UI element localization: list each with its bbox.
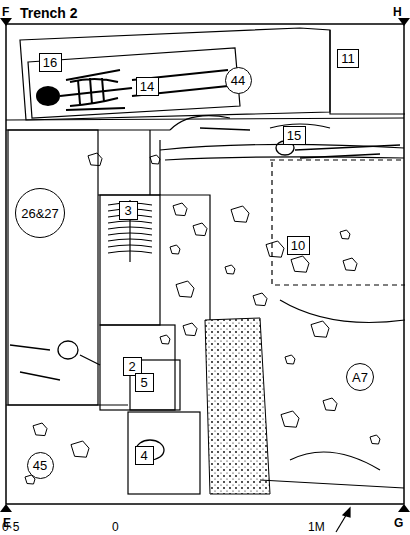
boxed-feature-number: 16 [39,53,62,72]
stones [25,153,380,484]
stone [281,411,299,427]
feature-number: 5 [140,376,147,389]
stone [370,435,380,444]
spine [60,88,132,96]
skeleton-14 [37,70,228,110]
stone [173,203,187,216]
feature-number: A7 [352,371,368,384]
scale-label: 0·5 [2,521,19,533]
stone [340,230,350,239]
feature-number: 11 [341,52,355,65]
corner-marker [0,504,12,512]
stone [160,335,170,344]
circled-context-number: 26&27 [15,188,65,238]
feature-number: 10 [291,239,305,252]
stone [311,321,329,337]
feature-number: 4 [140,449,147,462]
skull [58,341,78,359]
stone [225,265,235,274]
boxed-feature-number: 4 [135,446,154,465]
stone [176,281,194,297]
section-line [6,404,128,405]
feature-number: 15 [287,129,301,142]
corner-letter: F [2,6,9,18]
feature-10-outline [270,160,405,285]
contour-line [260,300,405,488]
excavation-outlines [6,24,405,504]
boxed-feature-number: 15 [283,126,306,145]
scale-label: 1M [308,521,325,533]
stone [266,241,284,257]
section-line [6,118,404,120]
stone [150,155,160,164]
feature-number: 44 [231,74,245,87]
bones [295,145,400,158]
stone [193,223,207,236]
grave-2 [100,325,175,410]
bone [200,128,250,130]
feature-number: 14 [140,80,154,93]
feature-11 [330,30,405,114]
cut-arc [170,116,330,130]
skeleton-3 [108,200,152,262]
stone [71,441,89,457]
circled-context-number: 44 [225,67,252,94]
skeleton-fragments [10,341,164,460]
boxed-feature-number: 14 [136,77,159,96]
corner-letter: H [393,6,402,18]
skull [37,87,59,105]
stone [323,398,337,411]
scale-label: 0 [112,521,119,533]
feature-number: 16 [43,56,57,69]
boxed-feature-number: 5 [135,373,154,392]
stone [33,423,47,436]
grave-3 [100,195,160,325]
stone [291,256,309,272]
limbs [66,70,228,110]
stone [253,293,267,306]
grave-cut-14 [28,48,240,118]
feature-number: 45 [33,459,47,472]
corner-marker [0,18,12,26]
feature-number: 26&27 [21,207,59,220]
trench-title: Trench 2 [20,6,78,20]
feature-number: 2 [128,360,135,373]
circled-context-number: A7 [346,363,374,391]
feature-15-band [160,144,404,160]
grave-cut [20,28,330,120]
stone [183,323,197,336]
circled-context-number: 45 [27,452,54,479]
stone [170,245,180,254]
stone [285,355,295,364]
bones [10,345,100,380]
feature-4 [128,412,200,494]
boxed-feature-number: 10 [287,236,310,255]
boxed-feature-number: 3 [119,201,138,220]
corner-marker [398,18,410,26]
north-arrow [336,508,350,532]
corner-markers [0,18,410,512]
arrow-head [343,508,350,517]
feature-number: 3 [124,204,131,217]
stone [88,153,102,166]
stone [343,258,357,271]
ribs [70,78,118,106]
feature-26-27 [8,130,98,405]
boxed-feature-number: 11 [337,49,359,68]
stone [231,206,249,222]
corner-marker [398,504,410,512]
ditch-fill [205,318,270,494]
corner-letter: G [394,517,403,529]
trench-edge [6,24,404,504]
